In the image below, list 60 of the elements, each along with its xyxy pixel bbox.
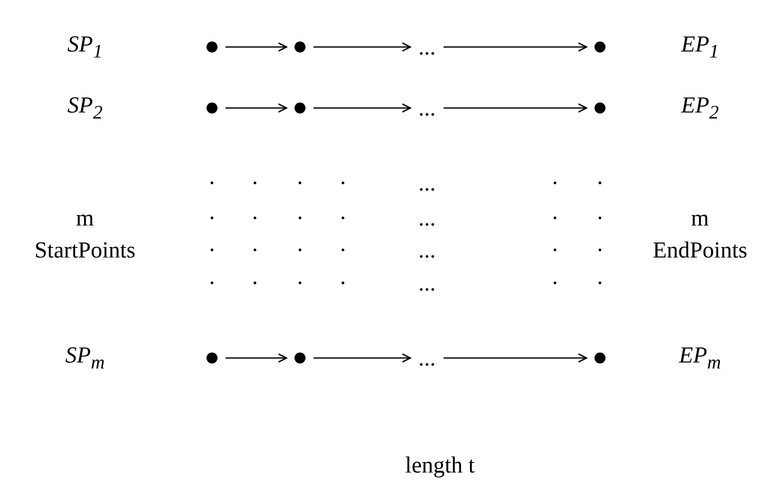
ellipsis-dot: · <box>296 237 304 263</box>
math-label: EP$_{m}$ <box>679 342 721 374</box>
ellipsis-dot: · <box>208 170 216 196</box>
point-marker <box>206 42 218 52</box>
point-marker <box>294 102 306 114</box>
arrow <box>444 353 588 363</box>
ellipsis-dot: · <box>251 205 259 231</box>
ellipsis: ... <box>418 34 436 60</box>
point-marker <box>594 42 606 52</box>
ellipsis-dot: · <box>251 237 259 263</box>
ellipsis-dot: · <box>339 205 347 231</box>
ellipsis-dot: · <box>296 170 304 196</box>
side-label: m <box>691 205 709 231</box>
arrow <box>314 103 412 113</box>
ellipsis: ... <box>418 270 436 296</box>
ellipsis-dot: · <box>208 237 216 263</box>
ellipsis: ... <box>418 205 436 231</box>
math-label: SP$_{1}$ <box>67 32 103 62</box>
ellipsis-dot: · <box>596 170 604 196</box>
axis-label: length t <box>405 452 475 478</box>
math-label: EP$_{2}$ <box>681 92 719 124</box>
arrow <box>314 42 412 52</box>
ellipsis: ... <box>418 237 436 263</box>
ellipsis-dot: · <box>596 205 604 231</box>
side-label: StartPoints <box>34 237 136 263</box>
ellipsis-dot: · <box>296 270 304 296</box>
ellipsis-dot: · <box>339 170 347 196</box>
arrow <box>314 353 412 363</box>
point-marker <box>294 42 306 52</box>
point-marker <box>594 102 606 114</box>
ellipsis-dot: · <box>208 205 216 231</box>
point-marker <box>594 352 606 364</box>
ellipsis-dot: · <box>551 237 559 263</box>
ellipsis-dot: · <box>251 270 259 296</box>
ellipsis-dot: · <box>339 237 347 263</box>
ellipsis-dot: · <box>596 270 604 296</box>
ellipsis-dot: · <box>551 205 559 231</box>
ellipsis-dot: · <box>551 170 559 196</box>
arrow <box>444 42 588 52</box>
ellipsis: ... <box>418 345 436 371</box>
arrow <box>444 103 588 113</box>
arrow <box>226 353 288 363</box>
point-marker <box>206 352 218 364</box>
arrow <box>226 103 288 113</box>
math-label: SP$_{m}$ <box>65 342 105 374</box>
ellipsis-dot: · <box>251 170 259 196</box>
point-marker <box>206 102 218 114</box>
ellipsis-dot: · <box>596 237 604 263</box>
ellipsis-dot: · <box>296 205 304 231</box>
point-marker <box>294 352 306 364</box>
ellipsis-dot: · <box>339 270 347 296</box>
ellipsis: ... <box>418 170 436 196</box>
side-label: EndPoints <box>652 237 748 263</box>
ellipsis-dot: · <box>551 270 559 296</box>
ellipsis-dot: · <box>208 270 216 296</box>
math-label: EP$_{1}$ <box>681 32 719 62</box>
ellipsis: ... <box>418 95 436 121</box>
math-label: SP$_{2}$ <box>67 92 103 124</box>
side-label: m <box>76 205 94 231</box>
arrow <box>226 42 288 52</box>
